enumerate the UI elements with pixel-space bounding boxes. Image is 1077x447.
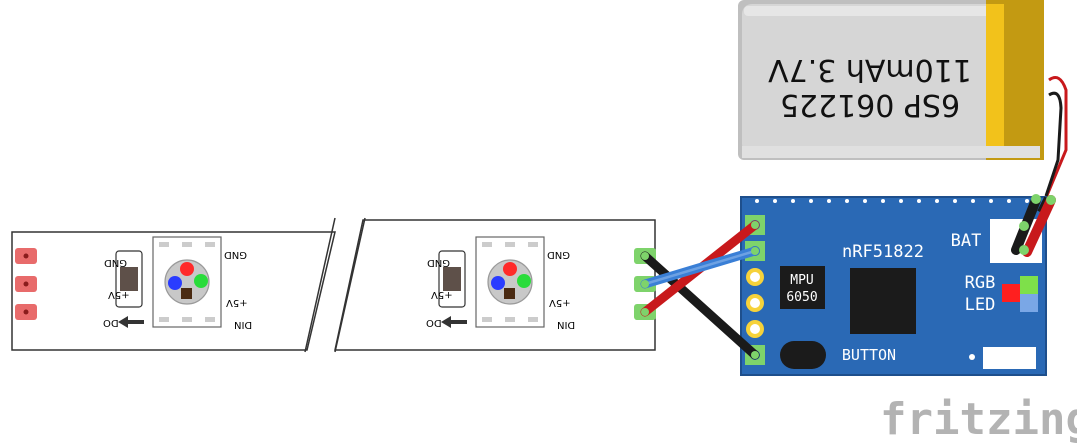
led2-5v-left-label: +5V [431,289,453,300]
connection-wires [640,220,760,360]
led1-gnd-left-label: GND [104,257,127,268]
mpu-label-1: MPU [790,273,813,288]
led2-blue [491,276,505,290]
nrf-chip [850,268,916,334]
led2-red [503,262,517,276]
led2-do-label: DO [426,317,442,328]
led-module-2: GND GND +5V +5V DIN DO [426,236,575,330]
battery-lead-black [1044,91,1063,197]
led1-direction-arrow [118,316,144,328]
wire-black[interactable] [640,251,760,360]
led2-gnd-label: GND [547,249,570,260]
rgb-led-red [1002,284,1020,302]
led2-die [504,288,515,299]
mpu-chip [780,266,825,309]
led1-die [181,288,192,299]
led2-green [517,274,531,288]
led2-resistor-outline [438,250,466,308]
battery-body [742,4,1040,154]
strip-cut-line-1 [304,217,336,353]
led1-red [180,262,194,276]
led2-direction-arrow [441,316,467,328]
board-dot [969,354,975,360]
bat-red-connector [1022,195,1056,257]
led2-lens [487,259,533,305]
led1-do-label: DO [103,317,119,328]
battery-stripe [986,4,1004,154]
led1-5v-right-label: +5V [226,297,248,308]
led-strip: GND GND +5V +5V DIN DO GND GND +5V +5V D… [11,217,656,353]
rgb-led-blue [1020,294,1038,312]
button-label: BUTTON [842,346,896,364]
battery-capacity-label: 110mAh 3.7V [768,52,972,87]
led-module-1: GND GND +5V +5V DIN DO [103,236,252,330]
led1-green [194,274,208,288]
led1-resistor-outline [115,250,143,308]
battery: 110mAh 3.7V 6SP 061225 [738,0,1044,160]
chip-label: nRF51822 [842,242,924,262]
rgb-label-1: RGB [965,273,996,293]
battery-lead-red [1038,76,1068,213]
rgb-label-2: LED [965,295,996,315]
led1-blue [168,276,182,290]
button[interactable] [780,341,826,369]
led1-din-label: DIN [234,319,252,330]
strip-cut-line-2 [334,217,366,353]
bat-label: BAT [951,231,982,251]
board-pad [983,347,1036,369]
led2-gnd-left-label: GND [427,257,450,268]
mpu-label-2: 6050 [786,290,817,305]
battery-model-label: 6SP 061225 [780,87,960,122]
led1-lens [164,259,210,305]
led2-5v-right-label: +5V [549,297,571,308]
led1-gnd-label: GND [224,249,247,260]
led1-resistor [120,267,138,291]
led2-din-label: DIN [557,319,575,330]
led1-5v-left-label: +5V [108,289,130,300]
fritzing-logo: fritzing [880,394,1077,445]
board-edge-dots [755,199,1029,203]
nrf-board: MPU 6050 nRF51822 BUTTON BAT RGB LED [740,196,1047,376]
led2-resistor [443,267,461,291]
rgb-led-green [1020,276,1038,294]
